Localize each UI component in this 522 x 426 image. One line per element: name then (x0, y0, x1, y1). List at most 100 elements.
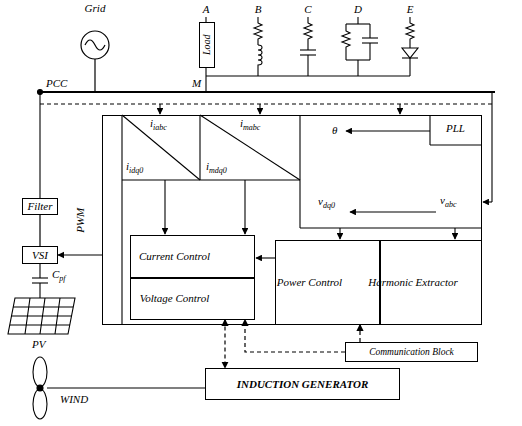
signal-subscript: idq0 (129, 166, 143, 175)
label-slot: Cpf (52, 268, 66, 281)
grid-source (81, 31, 109, 59)
node-text: Harmonic Extractor (368, 276, 458, 289)
load-d-symbol (342, 17, 378, 76)
node-text: Current Control (139, 250, 210, 263)
label-slot: θ (332, 124, 337, 137)
label-slot: B (255, 3, 262, 16)
signal-subscript: mabc (243, 123, 260, 132)
signal-base: i (150, 117, 153, 129)
measurement-bus (159, 104, 160, 114)
control-block: Current Control (130, 235, 255, 278)
pcc-tap-lines (38, 90, 493, 203)
label-slot: M (192, 77, 201, 90)
signal-subscript: dq0 (323, 201, 335, 210)
signal-subscript: abc (445, 200, 457, 209)
signal-arrows (244, 180, 245, 234)
pv-panel (10, 298, 73, 334)
part-label: θ (332, 124, 337, 137)
part-label: A (203, 3, 210, 16)
signal-connector (58, 254, 102, 255)
pcc-tap-lines (483, 201, 492, 202)
load-e-symbol (409, 58, 410, 76)
signal-base: v (318, 195, 323, 207)
pv-panel (8, 298, 75, 334)
signal-base: v (440, 194, 445, 206)
wind-turbine (33, 389, 47, 419)
signal-name: iidq0 (126, 160, 143, 173)
load-d-symbol (362, 37, 378, 38)
control-block: Harmonic Extractor (380, 240, 482, 325)
signal-name: vdq0 (318, 195, 335, 208)
control-block: Power Control (275, 240, 380, 325)
inverter-box: VSI (22, 246, 58, 264)
grid-source (85, 40, 105, 50)
load-wiring (205, 68, 206, 92)
node-text: Load (201, 35, 213, 56)
measurement-bus (40, 104, 492, 114)
part-label: E (407, 3, 414, 16)
label-slot: PLL (446, 122, 465, 135)
measurement-bus (259, 104, 260, 114)
signal-arrows (256, 257, 275, 258)
signal-name: iiabc (150, 117, 167, 130)
label-slot: PV (32, 338, 45, 351)
label-slot: C (304, 3, 311, 16)
label-slot: vabc (440, 194, 456, 207)
node-text: Filter (27, 200, 52, 213)
dc-capacitor (32, 264, 48, 298)
signal-connector (224, 320, 225, 369)
label-slot: E (407, 3, 414, 16)
part-label: C (304, 3, 311, 16)
label-slot: imdq0 (206, 160, 227, 173)
dc-capacitor (39, 264, 40, 278)
load-b-symbol (258, 45, 262, 76)
wind-turbine (47, 387, 205, 388)
label-slot: WIND (60, 393, 88, 406)
wind-turbine (37, 385, 43, 391)
load-box: Load (199, 22, 215, 68)
load-c-symbol (304, 17, 312, 50)
load-d-symbol (346, 23, 370, 24)
signal-name: vabc (440, 194, 456, 207)
signal-name: imabc (240, 117, 260, 130)
label-slot: PCC (46, 77, 67, 90)
signal-name: imdq0 (206, 160, 227, 173)
node-text: INDUCTION GENERATOR (237, 378, 369, 391)
part-label: PCC (46, 77, 67, 90)
load-d-symbol (357, 60, 358, 76)
load-d-symbol (357, 17, 358, 24)
load-b-symbol (254, 17, 262, 76)
signal-base: i (240, 117, 243, 129)
transform-blocks (200, 115, 300, 180)
node-text: Communication Block (369, 347, 454, 358)
load-d-symbol (369, 24, 370, 38)
signal-subscript: pf (59, 274, 65, 283)
load-e-symbol (402, 17, 418, 76)
node-text: VSI (32, 249, 48, 262)
node-text: Power Control (277, 276, 342, 289)
wind-turbine (33, 357, 47, 387)
node-text: Voltage Control (140, 292, 210, 305)
transform-blocks (122, 179, 300, 180)
part-label: PLL (446, 122, 465, 135)
grid-source (94, 59, 95, 92)
transform-blocks (299, 115, 300, 228)
controller-box: PWMCurrent ControlVoltage ControlPower C… (102, 115, 482, 325)
load-c-symbol (307, 55, 308, 76)
part-label: D (354, 3, 362, 16)
signal-subscript: iabc (153, 123, 167, 132)
signal-arrows (350, 211, 436, 212)
label-slot: iiabc (150, 117, 167, 130)
wind-turbine (33, 357, 205, 419)
dc-capacitor (32, 277, 48, 278)
pcc-bus (40, 91, 495, 93)
signal-base: i (126, 160, 129, 172)
dc-capacitor (39, 283, 40, 298)
signal-arrows (346, 130, 430, 131)
label-slot: Grid (85, 2, 106, 15)
load-d-symbol (369, 43, 370, 60)
part-label: M (192, 77, 201, 90)
